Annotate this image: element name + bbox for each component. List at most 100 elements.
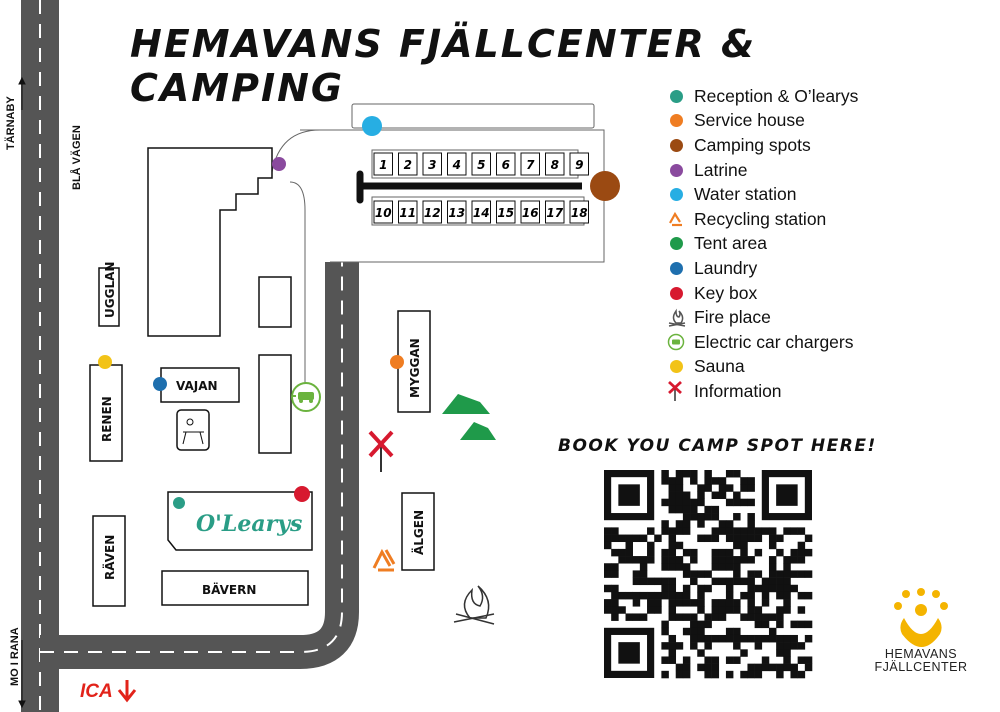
qr-module — [690, 498, 698, 507]
qr-module — [668, 484, 677, 492]
camping-spot-number: 6 — [502, 158, 510, 172]
reception-marker — [173, 497, 185, 509]
qr-module — [797, 670, 806, 679]
camping-spot-box — [569, 152, 589, 176]
qr-module — [704, 613, 712, 621]
label-ugglan: UGGLAN — [103, 262, 117, 318]
qr-module — [790, 556, 798, 564]
key-box-marker — [294, 486, 310, 502]
qr-module — [682, 627, 691, 636]
qr-module — [804, 634, 813, 643]
qr-module — [675, 563, 684, 571]
qr-module — [682, 470, 691, 478]
qr-module — [747, 606, 755, 614]
qr-module — [611, 599, 619, 607]
qr-module — [804, 656, 813, 664]
qr-module — [668, 591, 677, 600]
camping-spot-box — [496, 152, 516, 176]
legend-label: Laundry — [694, 257, 758, 278]
legend-label: Recycling station — [694, 208, 827, 229]
qr-module — [704, 670, 712, 679]
qr-module — [725, 634, 734, 643]
qr-module — [661, 477, 669, 485]
qr-module — [604, 534, 612, 543]
legend-item: Laundry — [664, 256, 984, 281]
building-algen — [401, 492, 435, 571]
qr-module — [725, 498, 734, 507]
qr-module — [661, 584, 669, 593]
qr-module — [604, 570, 612, 578]
building-ugglan — [98, 267, 120, 327]
qr-module — [654, 606, 662, 614]
qr-module — [675, 556, 684, 564]
qr-module — [711, 491, 720, 499]
qr-module — [733, 534, 741, 543]
qr-module — [783, 634, 791, 643]
camping-spot-number: 17 — [546, 206, 563, 220]
qr-module — [740, 484, 748, 492]
qr-module — [668, 534, 677, 543]
camping-spot-box — [398, 152, 418, 176]
qr-module — [733, 498, 741, 507]
qr-module — [790, 634, 798, 643]
qr-module — [768, 541, 777, 550]
legend-dot-icon — [670, 114, 683, 128]
legend-dot-icon — [670, 237, 683, 251]
qr-module — [675, 591, 684, 600]
qr-module — [675, 613, 684, 621]
qr-module — [697, 591, 705, 600]
qr-module — [690, 513, 698, 521]
qr-module — [733, 470, 741, 478]
qr-module — [682, 591, 691, 600]
qr-module — [618, 548, 626, 557]
qr-module — [675, 527, 684, 535]
qr-module — [740, 498, 748, 507]
qr-module — [725, 670, 734, 679]
sauna-building — [176, 409, 210, 451]
qr-module — [675, 477, 684, 485]
qr-module — [797, 606, 806, 614]
camping-spot-number: 14 — [473, 206, 490, 220]
qr-module — [604, 563, 612, 571]
qr-module — [725, 599, 734, 607]
camping-spot-number: 9 — [575, 158, 583, 172]
qr-module — [733, 513, 741, 521]
qr-module — [725, 591, 734, 600]
qr-module — [776, 591, 784, 600]
legend-label: Camping spots — [694, 134, 811, 155]
hemavans-logo-icon — [894, 588, 948, 647]
qr-module — [776, 649, 784, 657]
booking-qr-code[interactable] — [604, 470, 813, 679]
qr-module — [768, 584, 777, 593]
qr-module — [697, 491, 705, 499]
sauna-marker — [98, 355, 112, 369]
road-label-mo-i-rana: MO I RANA — [9, 627, 21, 686]
qr-module — [647, 606, 655, 614]
qr-module — [747, 477, 755, 485]
qr-module — [675, 505, 684, 514]
qr-module — [790, 670, 798, 679]
qr-module — [675, 599, 684, 607]
building-bavern — [161, 570, 309, 606]
qr-module — [790, 642, 798, 650]
camping-spot-box — [520, 152, 540, 176]
qr-module — [740, 613, 748, 621]
qr-module — [768, 613, 777, 621]
qr-module — [697, 634, 705, 643]
legend-label: Key box — [694, 282, 758, 303]
qr-module — [690, 627, 698, 636]
qr-module — [682, 498, 691, 507]
qr-module — [661, 591, 669, 600]
qr-module — [618, 591, 626, 600]
qr-module — [740, 548, 748, 557]
qr-module — [725, 556, 734, 564]
qr-module — [682, 670, 691, 679]
qr-module — [661, 642, 669, 650]
qr-module — [790, 527, 798, 535]
legend-dot-icon — [670, 261, 683, 275]
qr-module — [632, 570, 641, 578]
qr-module — [761, 656, 770, 664]
qr-module — [639, 534, 648, 543]
